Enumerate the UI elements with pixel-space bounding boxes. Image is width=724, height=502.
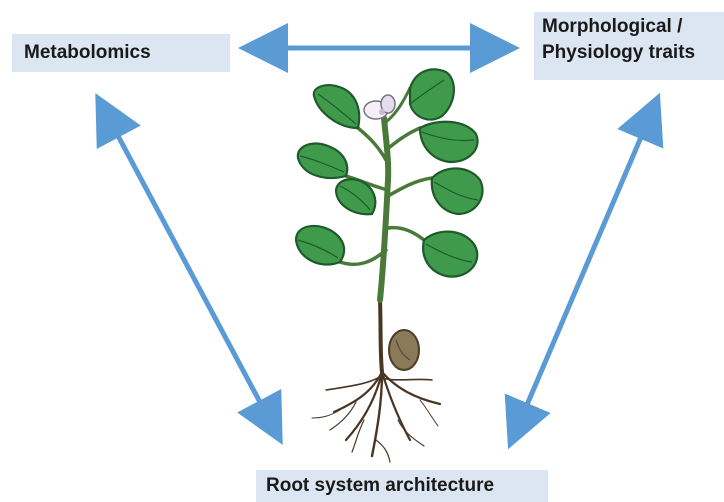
seed-icon (389, 330, 419, 370)
root-system (312, 300, 440, 462)
root-system-label: Root system architecture (266, 473, 548, 499)
flower-icon (364, 95, 395, 119)
soybean-plant-illustration (296, 69, 483, 462)
node-metabolomics: Metabolomics (12, 34, 230, 72)
arrow-metabolomics-root (100, 102, 278, 436)
morphological-label-line2: Physiology traits (542, 40, 724, 66)
metabolomics-label: Metabolomics (24, 40, 230, 66)
node-morphological-physiology: Morphological / Physiology traits (534, 12, 724, 80)
arrow-morphological-root (512, 102, 656, 440)
morphological-label-line1: Morphological / (542, 14, 724, 40)
node-root-system-architecture: Root system architecture (256, 470, 548, 502)
